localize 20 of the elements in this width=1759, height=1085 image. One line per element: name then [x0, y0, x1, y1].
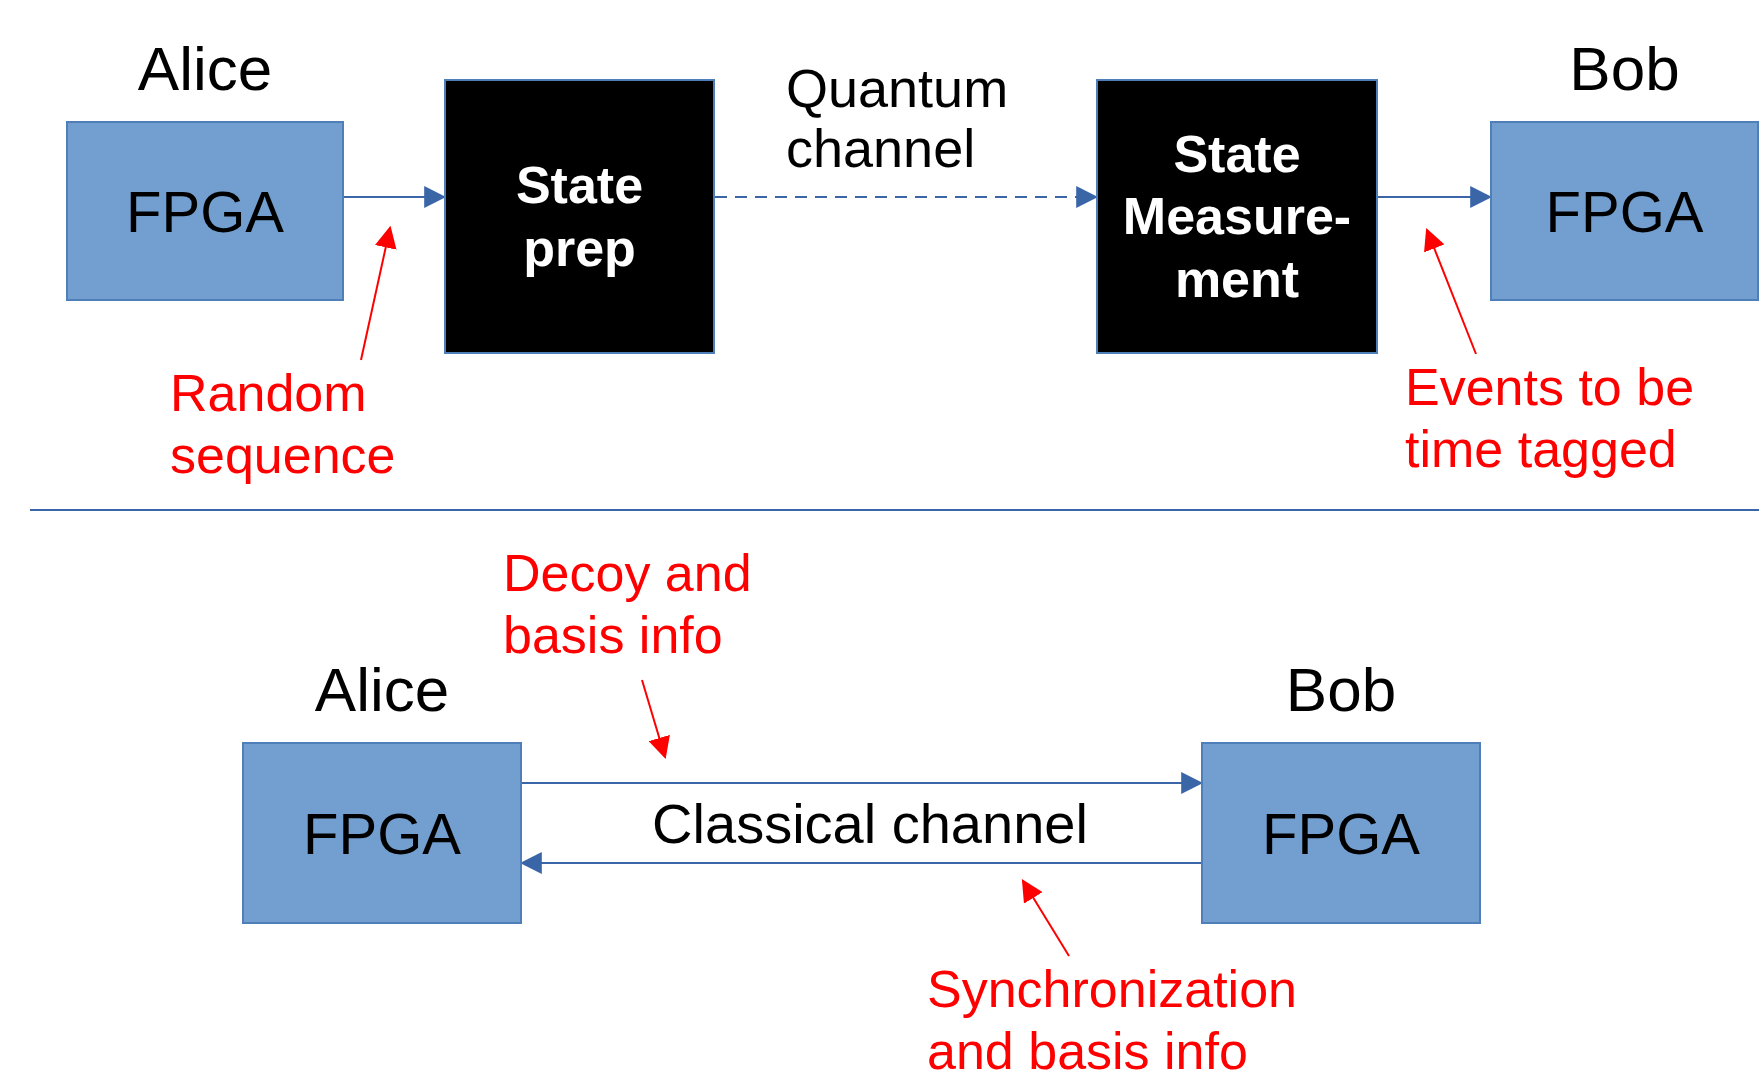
process-box: State Measure- ment	[1096, 79, 1378, 354]
annotation-text: Random sequence	[170, 362, 470, 498]
channel-label: Classical channel	[651, 796, 1089, 852]
leader-arrow	[1424, 227, 1477, 355]
party-heading: Alice	[313, 659, 451, 721]
edge-label: Quantum channel	[786, 58, 1010, 179]
party-heading: Alice	[136, 38, 274, 100]
annotation-text: Events to be time tagged	[1405, 356, 1757, 492]
fpga-box: FPGA	[242, 742, 522, 924]
leader-arrow	[641, 679, 670, 760]
process-box: State prep	[444, 79, 715, 354]
party-heading: Bob	[1284, 659, 1398, 721]
fpga-box: FPGA	[1201, 742, 1481, 924]
leader-arrow	[1021, 879, 1070, 957]
party-heading: Bob	[1568, 38, 1681, 100]
fpga-box: FPGA	[66, 121, 344, 301]
leader-arrow	[360, 225, 397, 361]
annotation-text: Synchronization and basis info	[927, 958, 1387, 1084]
fpga-box: FPGA	[1490, 121, 1759, 301]
annotation-text: Decoy and basis info	[503, 542, 823, 678]
